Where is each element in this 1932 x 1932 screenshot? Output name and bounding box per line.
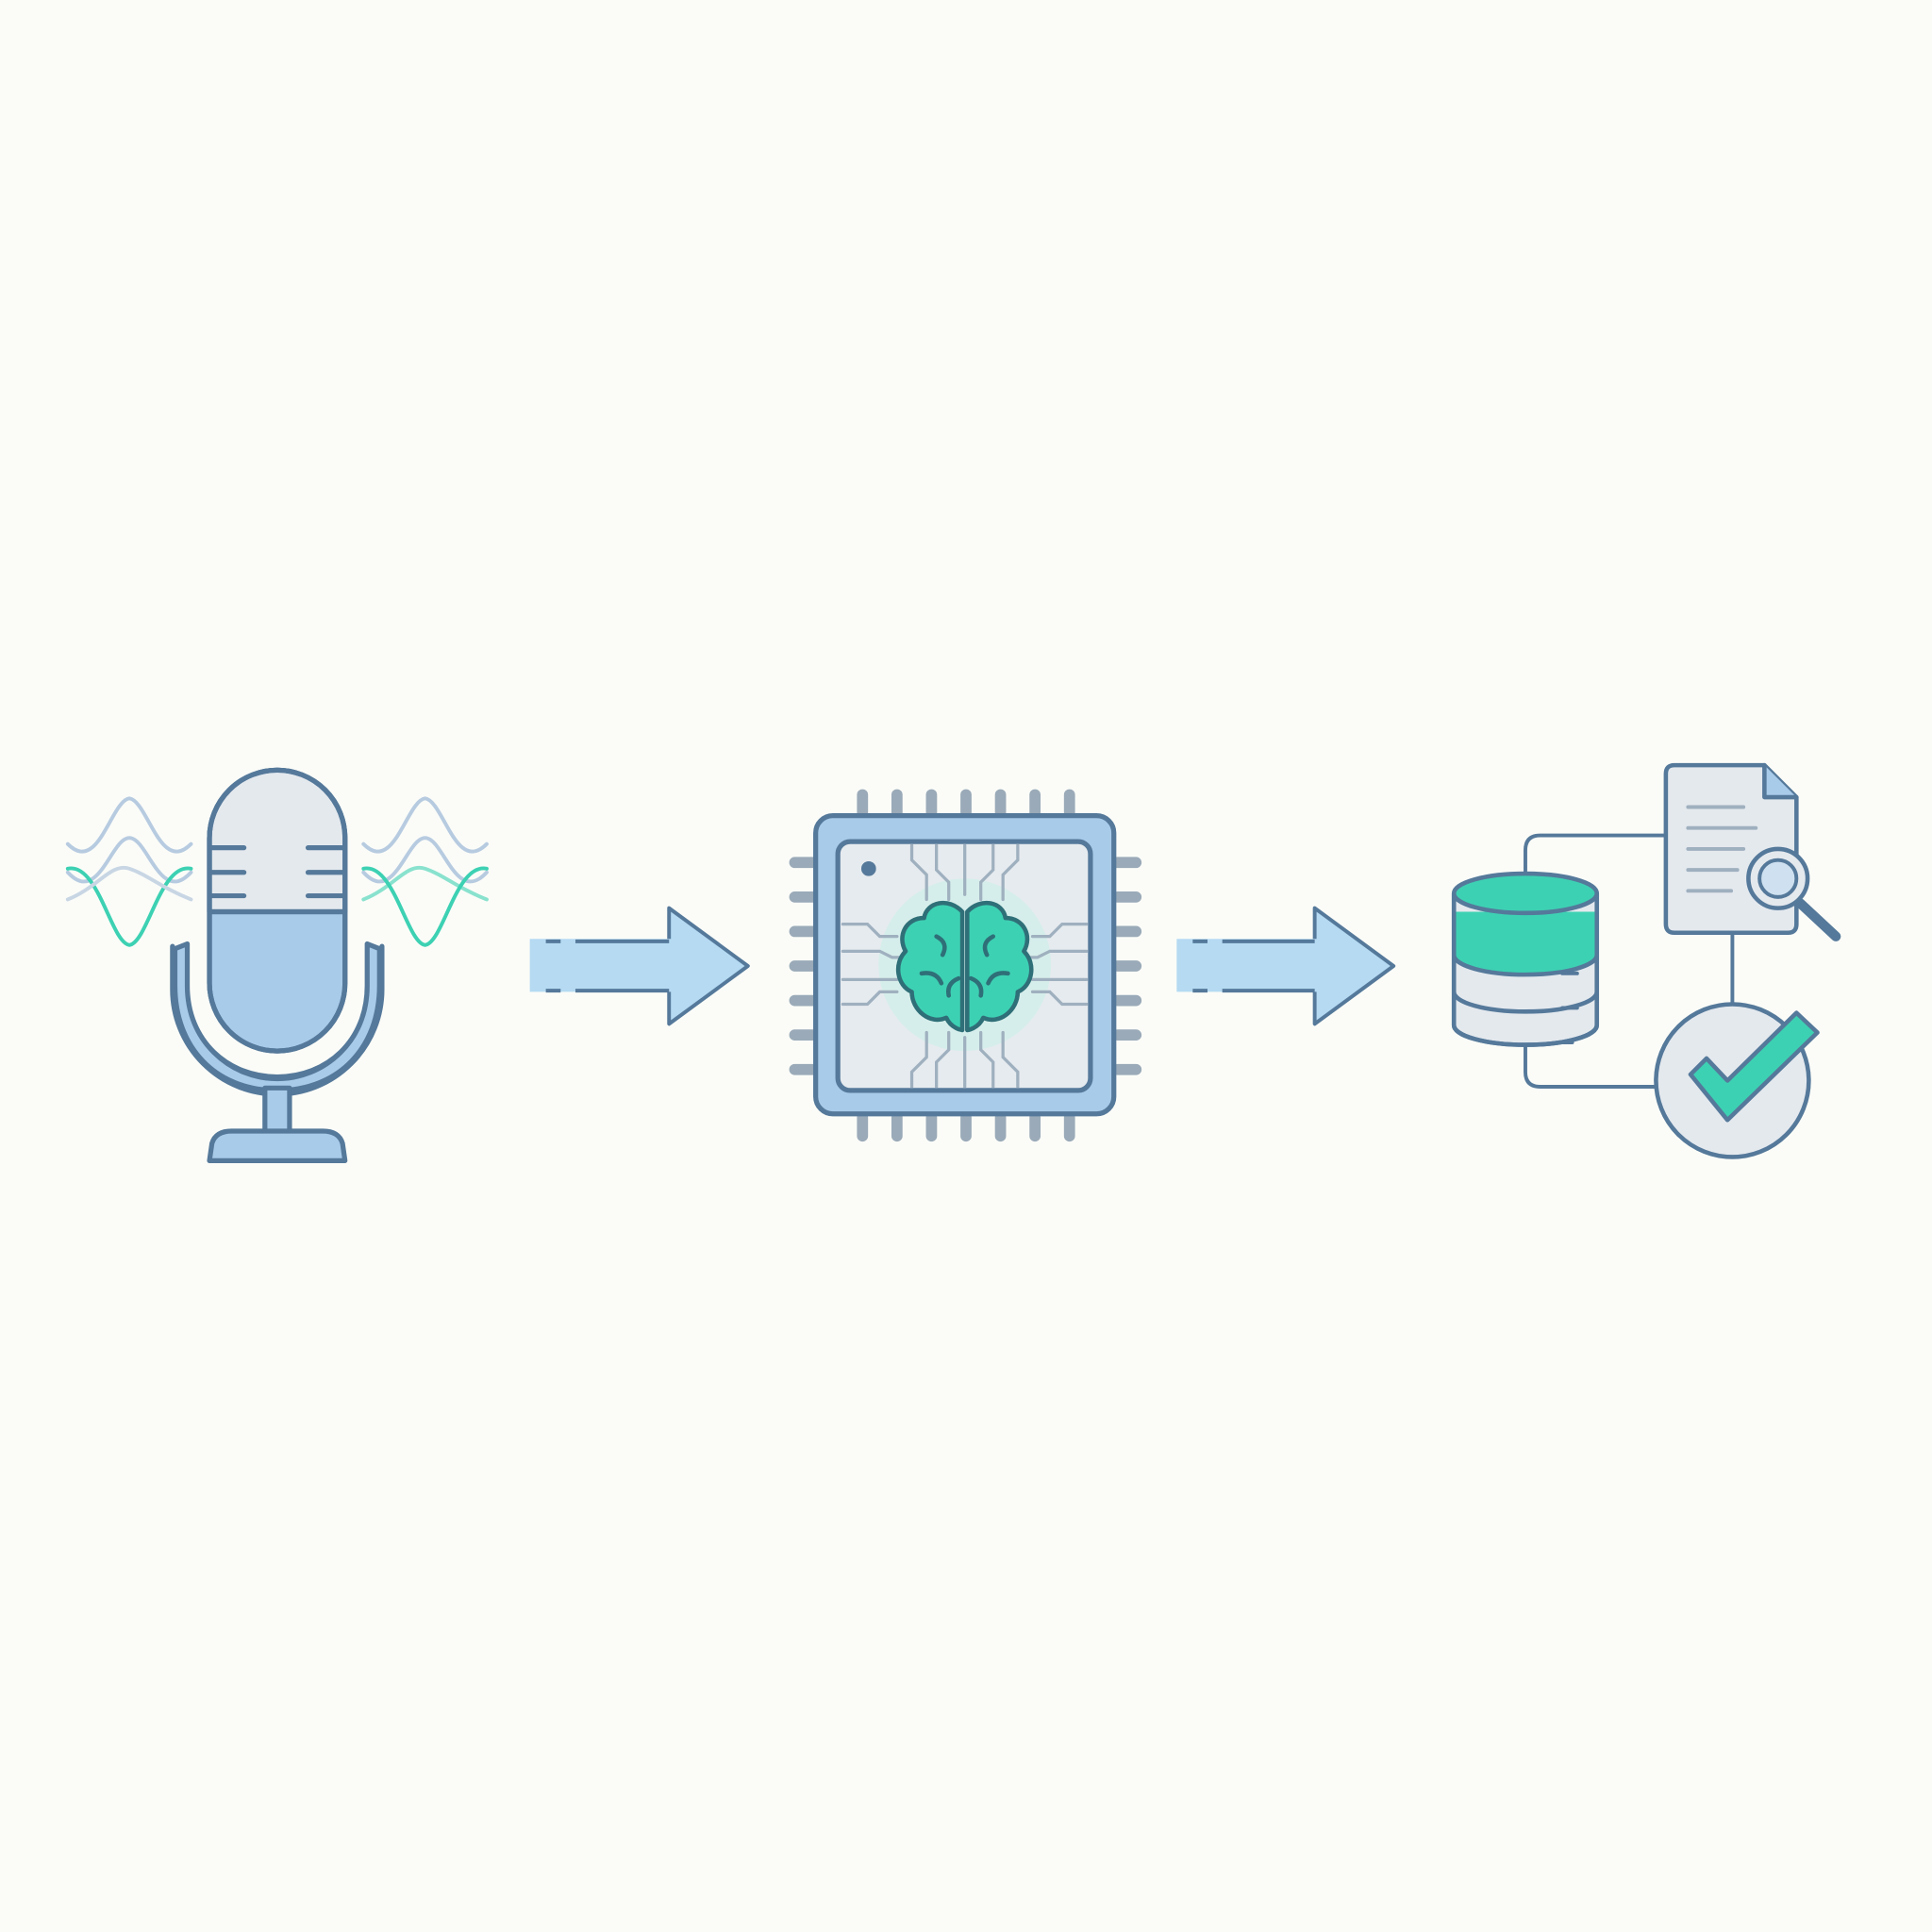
arrow-right-icon (529, 906, 750, 1026)
chip-pins (789, 789, 1142, 1142)
connector-lines (1524, 833, 1735, 1089)
sound-wave-right-icon (361, 796, 489, 947)
arrow-right-icon (1176, 906, 1396, 1026)
database-document-check-icon (1451, 762, 1841, 1159)
brain-icon (895, 900, 1034, 1033)
microphone-icon (65, 767, 489, 1163)
document-search-icon (1663, 762, 1841, 941)
check-circle-icon (1654, 1002, 1820, 1159)
sound-wave-left-icon (65, 796, 193, 947)
database-icon (1451, 871, 1600, 1047)
ai-chip-brain-icon (789, 789, 1142, 1142)
circuit-traces (841, 843, 1089, 1089)
